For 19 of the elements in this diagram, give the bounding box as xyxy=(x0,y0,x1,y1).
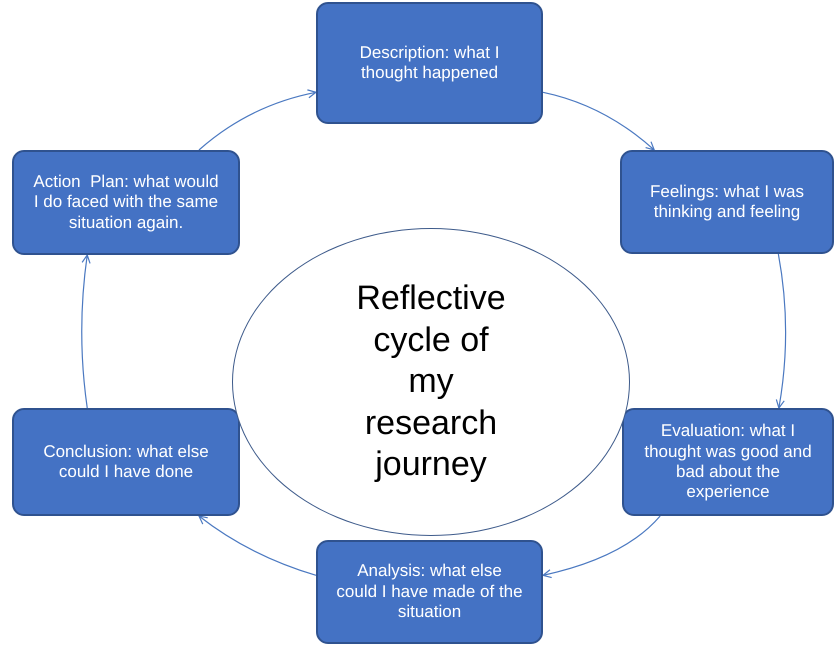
step-text: Description: what I thought happened xyxy=(358,42,500,84)
cycle-title: Reflective cycle of my research journey xyxy=(355,278,507,486)
step-text: Evaluation: what I thought was good and bad about the experience xyxy=(643,421,813,503)
arrow xyxy=(776,254,786,409)
step-text: Conclusion: what else could I have done xyxy=(42,442,210,482)
step-box xyxy=(316,540,543,644)
step-box xyxy=(12,150,240,255)
step-box xyxy=(622,408,834,516)
step-box xyxy=(316,2,543,124)
arrow xyxy=(198,89,317,150)
step-text: Analysis: what else could I have made of the situation xyxy=(336,561,523,623)
arrow xyxy=(198,515,316,576)
arrow xyxy=(542,92,655,151)
step-box xyxy=(12,408,240,516)
arrow xyxy=(542,516,661,578)
arrow xyxy=(81,254,91,408)
step-box xyxy=(620,150,834,254)
step-text: Action Plan: what would I do faced with the same situation again. xyxy=(32,172,220,234)
step-text: Feelings: what I was thinking and feeling xyxy=(648,182,805,222)
